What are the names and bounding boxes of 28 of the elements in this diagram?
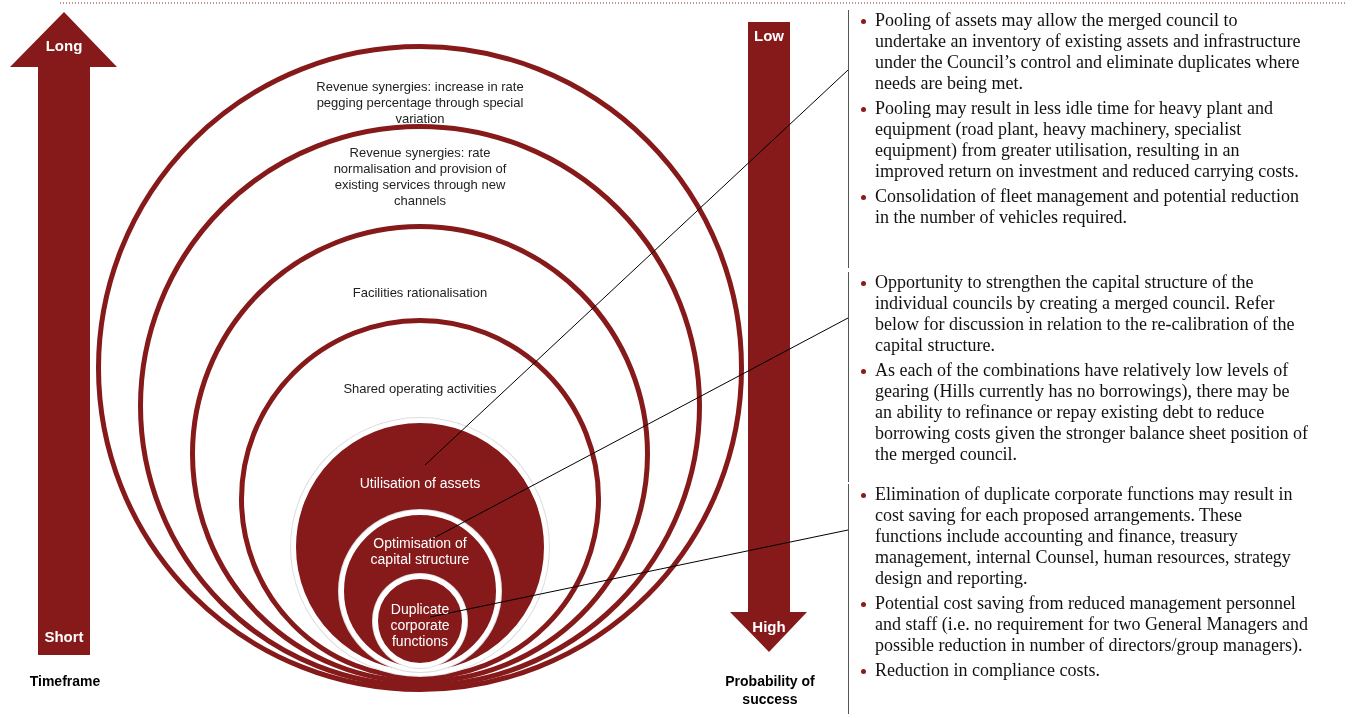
bullet-text: Pooling may result in less idle time for heavy plant and equipment (road plant, heavy machinery, specialist equipment) from greater utilisation, resulting in an improved return on investment and reduced carrying costs. — [875, 98, 1310, 182]
leader-line — [429, 317, 849, 541]
circle-label: Optimisation of capital structure — [369, 535, 471, 567]
bullet-text: Opportunity to strengthen the capital structure of the individual councils by creating a merged council. Refer below for discussion in relation to the re-calibration of the capital structure. — [875, 272, 1310, 356]
axis-label: Probability of success — [724, 672, 816, 708]
leader-line — [424, 69, 849, 466]
axis-label: Low — [753, 27, 785, 45]
bullet-text: As each of the combinations have relatively low levels of gearing (Hills currently has no borrowings), there may be an ability to refinance or repay existing debt to reduce borrowing costs given the stronger balance sheet position of the merged council. — [875, 360, 1310, 465]
axis-label: Long — [44, 37, 84, 55]
bullet-text: Potential cost saving from reduced management personnel and staff (i.e. no requirement for two General Managers and possible reduction in number of directors/group managers). — [875, 593, 1310, 656]
filled-circle — [373, 574, 467, 668]
bullet-text: Reduction in compliance costs. — [875, 660, 1310, 681]
axis-label: Short — [43, 628, 85, 646]
circle-label: Shared operating activities — [342, 381, 498, 397]
leader-line — [429, 529, 849, 618]
axis-label: Timeframe — [28, 672, 102, 690]
circle-label: Revenue synergies: increase in rate pegging percentage through special variation — [315, 79, 525, 127]
circle-label: Utilisation of assets — [358, 475, 482, 491]
bracket-text-block — [848, 484, 1310, 714]
circle-label: Revenue synergies: rate normalisation and provision of existing services through new channels — [332, 145, 508, 209]
bracket-text-block — [848, 272, 1310, 482]
filled-circle — [339, 510, 501, 672]
bullet-text: Consolidation of fleet management and potential reduction in the number of vehicles required. — [875, 186, 1310, 228]
bullet-text: Pooling of assets may allow the merged council to undertake an inventory of existing assets and infrastructure under the Council’s control and eliminate duplicates where needs are being met. — [875, 10, 1310, 94]
bullet-text: Elimination of duplicate corporate functions may result in cost saving for each proposed arrangements. These functions include accounting and finance, treasury management, internal Counsel, human resources, strategy design and reporting. — [875, 484, 1310, 589]
circle-label: Duplicate corporate functions — [389, 601, 451, 649]
circle-label: Facilities rationalisation — [351, 285, 489, 301]
axis-label: High — [751, 618, 787, 636]
